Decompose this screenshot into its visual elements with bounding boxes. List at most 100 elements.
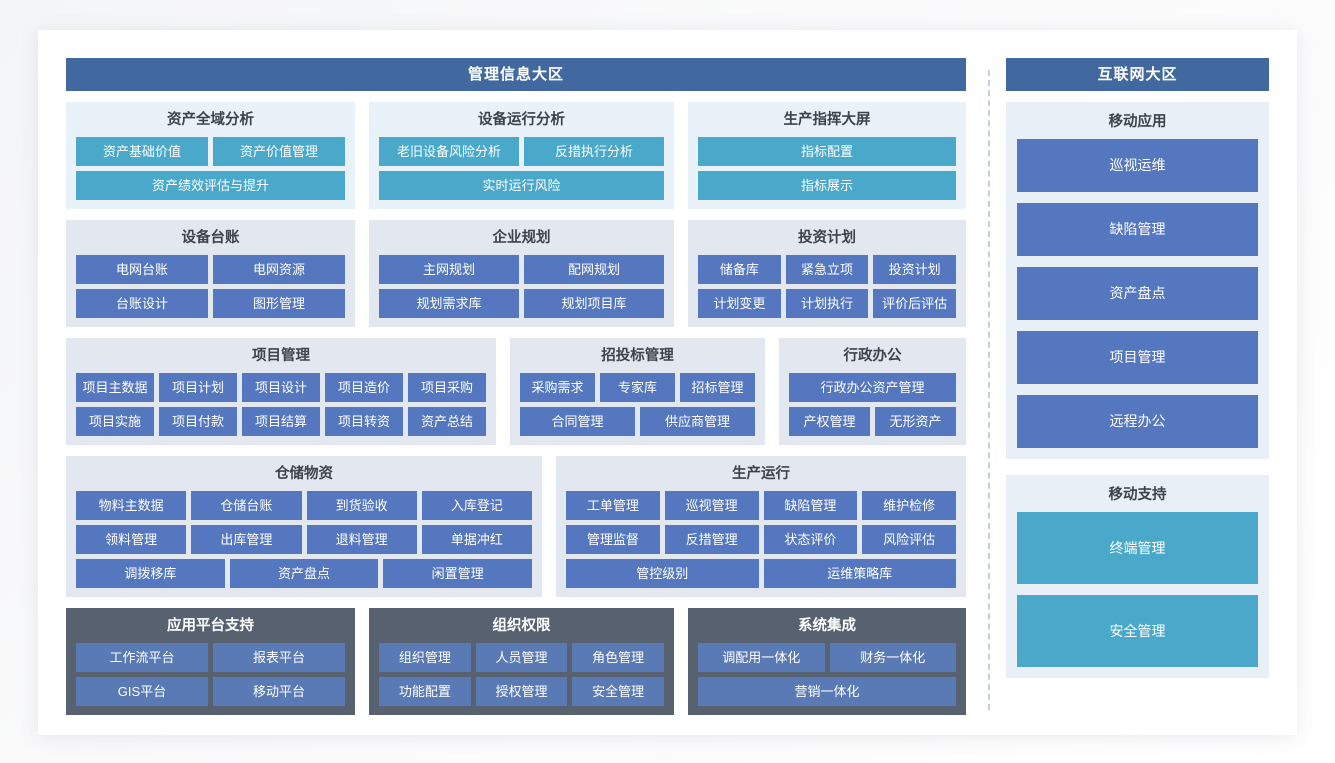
module-chip[interactable]: 资产绩效评估与提升 [76,171,345,200]
chip-row: 合同管理供应商管理 [520,407,755,436]
module-chip[interactable]: 招标管理 [680,373,755,402]
module-chip[interactable]: 调配用一体化 [698,643,825,672]
module-chip[interactable]: 仓储台账 [191,491,302,520]
module-chip[interactable]: 维护检修 [862,491,956,520]
module-chip[interactable]: 巡视管理 [664,491,759,520]
module-chip[interactable]: 项目实施 [76,407,154,436]
module-chip[interactable]: 项目设计 [242,373,320,402]
chip-row: 行政办公资产管理 [789,373,956,402]
module-chip[interactable]: 管控级别 [566,559,759,588]
left-region-row: 设备台账电网台账电网资源台账设计图形管理企业规划主网规划配网规划规划需求库规划项… [66,220,966,327]
module-chip[interactable]: 人员管理 [475,643,568,672]
module-chip[interactable]: 出库管理 [191,525,302,554]
module-tile[interactable]: 资产盘点 [1017,267,1258,320]
module-chip[interactable]: 移动平台 [213,677,345,706]
module-chip[interactable]: 反措执行分析 [524,137,664,166]
module-chip[interactable]: 图形管理 [213,289,345,318]
module-chip[interactable]: 工单管理 [566,491,660,520]
module-chip[interactable]: 领料管理 [76,525,187,554]
module-chip[interactable]: 计划执行 [785,289,869,318]
module-chip[interactable]: 退料管理 [306,525,417,554]
module-chip[interactable]: GIS平台 [76,677,208,706]
module-chip[interactable]: 项目结算 [242,407,320,436]
module-chip[interactable]: 规划需求库 [379,289,519,318]
module-chip[interactable]: 采购需求 [520,373,595,402]
group-card: 行政办公行政办公资产管理产权管理无形资产 [779,338,966,445]
module-chip[interactable]: 规划项目库 [524,289,664,318]
module-tile[interactable]: 巡视运维 [1017,139,1258,192]
module-chip[interactable]: 合同管理 [520,407,635,436]
module-chip[interactable]: 主网规划 [379,255,519,284]
module-tile[interactable]: 项目管理 [1017,331,1258,384]
group-card: 系统集成调配用一体化财务一体化营销一体化 [688,608,966,715]
module-chip[interactable]: 配网规划 [524,255,664,284]
module-chip[interactable]: 无形资产 [875,407,956,436]
module-chip[interactable]: 投资计划 [873,255,957,284]
module-chip[interactable]: 评价后评估 [873,289,957,318]
module-chip[interactable]: 老旧设备风险分析 [379,137,519,166]
chip-row: 主网规划配网规划 [379,255,664,284]
module-chip[interactable]: 角色管理 [572,643,665,672]
module-chip[interactable]: 指标配置 [698,137,956,166]
module-chip[interactable]: 风险评估 [862,525,956,554]
module-tile[interactable]: 终端管理 [1017,512,1258,584]
module-chip[interactable]: 调拨移库 [76,559,225,588]
module-chip[interactable]: 授权管理 [475,677,568,706]
module-chip[interactable]: 台账设计 [76,289,208,318]
right-region-panels: 移动应用巡视运维缺陷管理资产盘点项目管理远程办公移动支持终端管理安全管理 [1006,102,1269,678]
module-chip[interactable]: 资产总结 [408,407,486,436]
module-chip[interactable]: 资产盘点 [229,559,379,588]
module-chip[interactable]: 项目造价 [325,373,403,402]
chip-row: 项目实施项目付款项目结算项目转资资产总结 [76,407,486,436]
module-chip[interactable]: 储备库 [698,255,781,284]
module-tile[interactable]: 远程办公 [1017,395,1258,448]
module-chip[interactable]: 营销一体化 [698,677,956,706]
group-card: 组织权限组织管理人员管理角色管理功能配置授权管理安全管理 [369,608,674,715]
module-chip[interactable]: 缺陷管理 [763,491,858,520]
module-chip[interactable]: 项目付款 [159,407,237,436]
module-chip[interactable]: 到货验收 [306,491,417,520]
module-chip[interactable]: 产权管理 [789,407,870,436]
module-chip[interactable]: 状态评价 [763,525,858,554]
module-chip[interactable]: 管理监督 [566,525,660,554]
chip-row: 物料主数据仓储台账到货验收入库登记 [76,491,532,520]
module-chip[interactable]: 电网资源 [213,255,345,284]
module-chip[interactable]: 电网台账 [76,255,208,284]
module-chip[interactable]: 紧急立项 [785,255,869,284]
module-chip[interactable]: 行政办公资产管理 [789,373,956,402]
module-chip[interactable]: 组织管理 [379,643,471,672]
module-tile[interactable]: 缺陷管理 [1017,203,1258,256]
module-chip[interactable]: 项目主数据 [76,373,154,402]
module-chip[interactable]: 闲置管理 [383,559,533,588]
module-chip[interactable]: 报表平台 [213,643,345,672]
group-title: 生产指挥大屏 [783,112,871,128]
module-chip[interactable]: 工作流平台 [76,643,208,672]
group-title: 招投标管理 [601,348,674,364]
module-chip[interactable]: 计划变更 [698,289,781,318]
module-chip[interactable]: 实时运行风险 [379,171,664,200]
module-chip[interactable]: 专家库 [600,373,675,402]
module-chip[interactable]: 项目转资 [325,407,403,436]
module-chip[interactable]: 入库登记 [421,491,532,520]
module-chip[interactable]: 供应商管理 [640,407,755,436]
group-title: 企业规划 [492,230,551,246]
group-title: 行政办公 [843,348,902,364]
module-chip[interactable]: 安全管理 [572,677,665,706]
module-chip[interactable]: 反措管理 [664,525,759,554]
chip-row: 管理监督反措管理状态评价风险评估 [566,525,956,554]
module-chip[interactable]: 资产基础价值 [76,137,208,166]
module-chip[interactable]: 单据冲红 [421,525,532,554]
module-chip[interactable]: 资产价值管理 [213,137,345,166]
module-chip[interactable]: 物料主数据 [76,491,187,520]
module-chip[interactable]: 指标展示 [698,171,956,200]
module-chip[interactable]: 运维策略库 [763,559,956,588]
module-chip[interactable]: 项目采购 [408,373,486,402]
module-chip[interactable]: 功能配置 [379,677,471,706]
group-card: 生产指挥大屏指标配置指标展示 [688,102,966,209]
module-chip[interactable]: 财务一体化 [829,643,956,672]
module-tile[interactable]: 安全管理 [1017,595,1258,667]
module-chip[interactable]: 项目计划 [159,373,237,402]
